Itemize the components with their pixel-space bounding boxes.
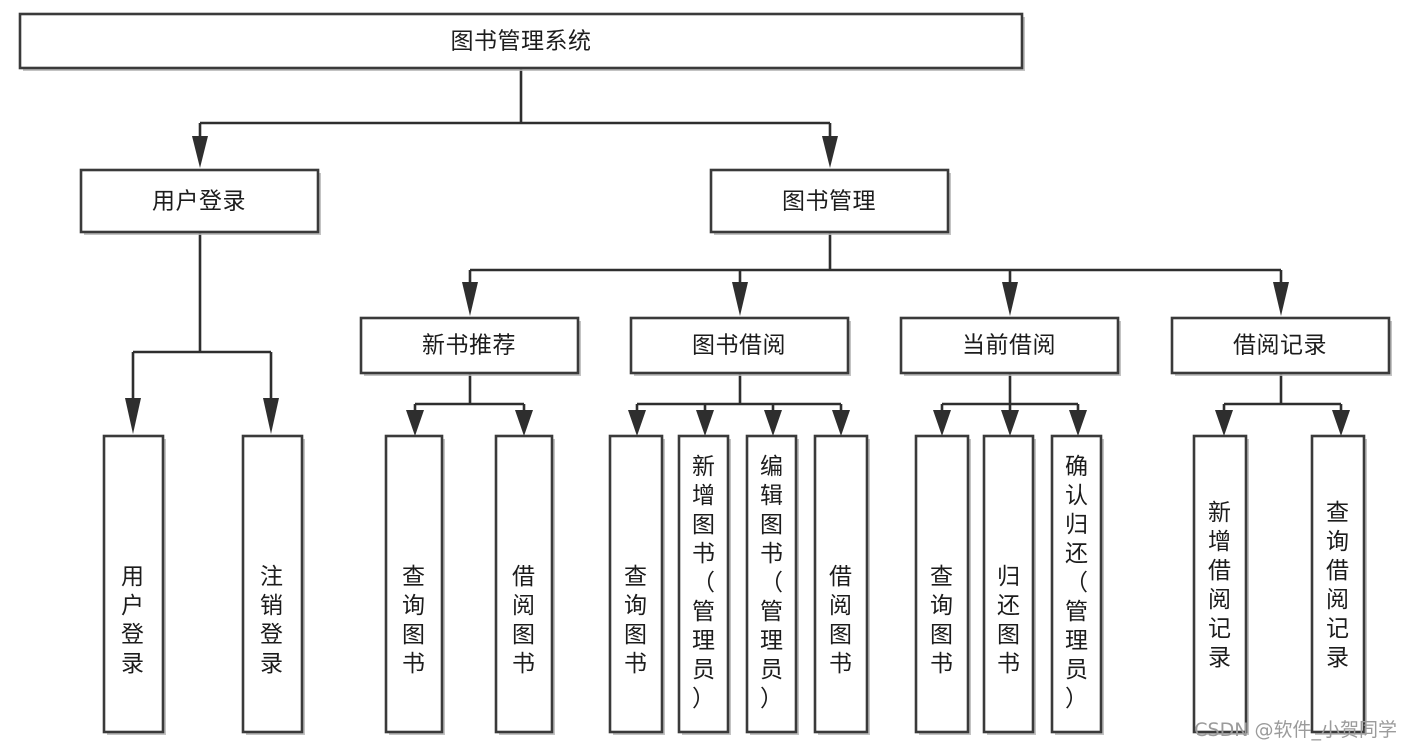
arrow-head-leaf-confirm-return — [1069, 410, 1087, 436]
node-leaf-query-record[interactable]: 查询借阅记录 — [1310, 434, 1367, 735]
csdn-watermark: CSDN @软件_小贺同学 — [1194, 719, 1397, 741]
node-leaf-query-record-label: 查询借阅记录 — [1326, 500, 1350, 671]
arrow-head-leaf-return-book — [1001, 410, 1019, 436]
arrow-head-leaf-borrow-book-2 — [832, 410, 850, 436]
node-borrow-record[interactable]: 借阅记录 — [1170, 316, 1392, 376]
node-leaf-add-book[interactable]: 新增图书（管理员） — [677, 434, 731, 735]
node-leaf-user-login[interactable]: 用户登录 — [102, 434, 166, 735]
arrow-head-leaf-add-record — [1215, 410, 1233, 436]
node-leaf-edit-book[interactable]: 编辑图书（管理员） — [745, 434, 799, 735]
arrow-head-leaf-query-book-1 — [406, 410, 424, 436]
node-leaf-return-book-label: 归还图书 — [997, 564, 1021, 677]
node-new-book-recommend[interactable]: 新书推荐 — [359, 316, 581, 376]
node-leaf-query-book-2-label: 查询图书 — [624, 564, 648, 677]
node-leaf-add-record-label: 新增借阅记录 — [1208, 500, 1232, 671]
node-leaf-query-book-2[interactable]: 查询图书 — [608, 434, 665, 735]
arrow-head-leaf-query-book-3 — [933, 410, 951, 436]
node-leaf-borrow-book-2-label: 借阅图书 — [829, 564, 853, 677]
node-leaf-query-book-3[interactable]: 查询图书 — [914, 434, 971, 735]
node-leaf-confirm-return-label: 确认归还（管理员） — [1065, 454, 1089, 712]
node-root[interactable]: 图书管理系统 — [18, 12, 1025, 71]
node-leaf-query-book-1[interactable]: 查询图书 — [384, 434, 445, 735]
node-book-manage[interactable]: 图书管理 — [709, 168, 951, 235]
arrow-head-book-manage — [822, 136, 838, 168]
node-leaf-edit-book-label: 编辑图书（管理员） — [760, 454, 784, 712]
node-book-borrow[interactable]: 图书借阅 — [629, 316, 851, 376]
connector-layer — [125, 68, 1350, 436]
node-leaf-return-book[interactable]: 归还图书 — [982, 434, 1036, 735]
node-leaf-user-login-label: 用户登录 — [121, 564, 145, 677]
node-leaf-borrow-book-2[interactable]: 借阅图书 — [813, 434, 870, 735]
arrow-head-leaf-borrow-book-1 — [515, 410, 533, 436]
arrow-head-leaf-query-record — [1332, 410, 1350, 436]
node-user-login-label: 用户登录 — [152, 189, 246, 215]
node-root-label: 图书管理系统 — [451, 29, 592, 55]
node-leaf-confirm-return[interactable]: 确认归还（管理员） — [1050, 434, 1104, 735]
node-leaf-logout-login-label: 注销登录 — [260, 564, 284, 677]
arrow-head-leaf-query-book-2 — [628, 410, 646, 436]
node-leaf-add-record[interactable]: 新增借阅记录 — [1192, 434, 1249, 735]
arrow-head-borrow-record — [1273, 282, 1289, 316]
arrow-head-leaf-add-book — [696, 410, 714, 436]
node-leaf-borrow-book-1-label: 借阅图书 — [512, 564, 536, 677]
node-leaf-borrow-book-1[interactable]: 借阅图书 — [494, 434, 555, 735]
node-leaf-query-book-3-label: 查询图书 — [930, 564, 954, 677]
arrow-head-new-book — [462, 282, 478, 316]
arrow-head-current-borrow — [1002, 282, 1018, 316]
arrow-head-leaf-logout — [263, 398, 279, 434]
node-new-book-recommend-label: 新书推荐 — [422, 333, 516, 359]
node-leaf-add-book-label: 新增图书（管理员） — [692, 454, 716, 712]
node-leaf-logout-login[interactable]: 注销登录 — [241, 434, 305, 735]
node-book-borrow-label: 图书借阅 — [692, 333, 786, 359]
arrow-head-user-login — [192, 136, 208, 168]
node-book-manage-label: 图书管理 — [782, 189, 876, 215]
node-leaf-query-book-1-label: 查询图书 — [402, 564, 426, 677]
node-borrow-record-label: 借阅记录 — [1233, 333, 1327, 359]
node-current-borrow-label: 当前借阅 — [962, 333, 1056, 359]
node-user-login[interactable]: 用户登录 — [79, 168, 321, 235]
arrow-head-leaf-edit-book — [764, 410, 782, 436]
node-current-borrow[interactable]: 当前借阅 — [899, 316, 1121, 376]
arrow-head-leaf-user-login — [125, 398, 141, 434]
arrow-head-book-borrow — [732, 282, 748, 316]
